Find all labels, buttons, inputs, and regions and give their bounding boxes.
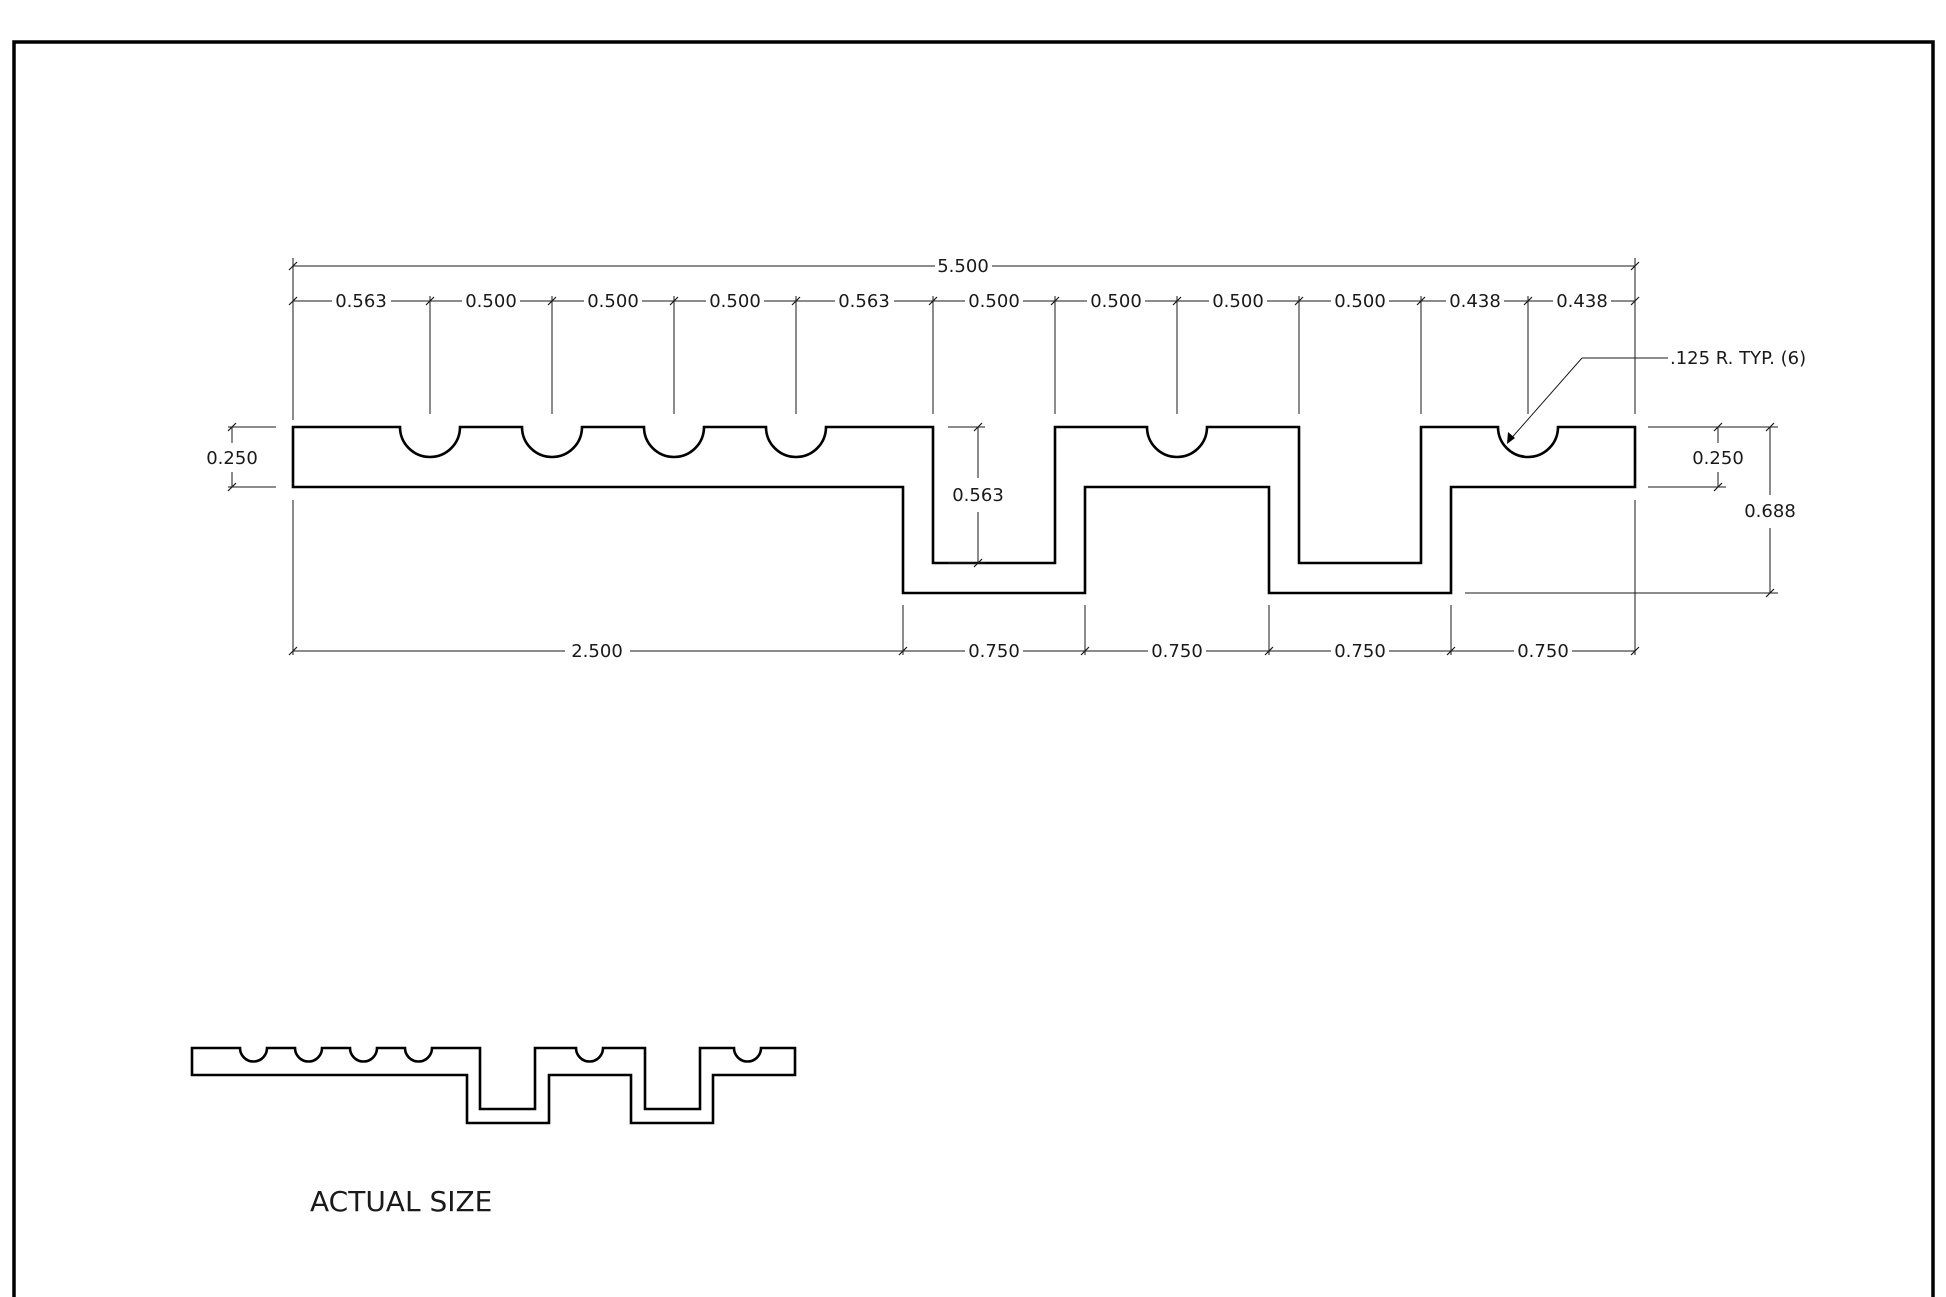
leader-arrowhead	[1507, 432, 1515, 444]
top-dim-label: 0.438	[1449, 291, 1501, 312]
right-thickness-label: 0.250	[1692, 448, 1744, 469]
top-dim-label: 0.500	[1212, 291, 1264, 312]
top-dim-label: 0.500	[1090, 291, 1142, 312]
top-dim-label: 0.500	[465, 291, 517, 312]
actual-size-view: ACTUAL SIZE	[190, 1046, 797, 1218]
bottom-chain-dimension: 2.500 0.750 0.750 0.750 0.750	[288, 640, 1640, 662]
actual-size-profile	[190, 1046, 797, 1125]
bottom-dim-label: 0.750	[1517, 641, 1569, 662]
overall-width-label: 5.500	[937, 256, 989, 277]
radius-leader: .125 R. TYP. (6)	[1507, 348, 1806, 444]
channel-depth-dimension: 0.563	[952, 422, 1004, 568]
overall-width-dimension: 5.500	[288, 256, 1640, 277]
sheet-border	[12, 40, 1935, 1297]
top-dim-label: 0.500	[587, 291, 639, 312]
top-chain-label-masks	[332, 290, 1611, 312]
overall-height-dimension: 0.688	[1744, 422, 1796, 598]
left-thickness-dimension: 0.250	[206, 422, 258, 492]
right-thickness-dimension: 0.250	[1692, 422, 1744, 492]
top-dim-label: 0.500	[1334, 291, 1386, 312]
left-thickness-label: 0.250	[206, 448, 258, 469]
top-chain-dimension: 0.563 0.500 0.500 0.500 0.563 0.500 0.50…	[288, 290, 1640, 312]
top-dim-label: 0.438	[1556, 291, 1608, 312]
radius-note-label: .125 R. TYP. (6)	[1670, 348, 1806, 369]
scale-caption: ACTUAL SIZE	[310, 1185, 492, 1218]
top-dim-label: 0.500	[968, 291, 1020, 312]
part-profile	[291, 425, 1637, 595]
bottom-dim-label: 2.500	[571, 641, 623, 662]
extension-lines	[228, 258, 1778, 655]
top-dim-label: 0.500	[709, 291, 761, 312]
channel-depth-label: 0.563	[952, 485, 1004, 506]
top-chain-ticks	[288, 296, 1640, 306]
main-view: 5.500	[206, 256, 1806, 662]
overall-height-label: 0.688	[1744, 501, 1796, 522]
top-dim-label: 0.563	[838, 291, 890, 312]
top-dim-label: 0.563	[335, 291, 387, 312]
bottom-dim-label: 0.750	[1151, 641, 1203, 662]
bottom-dim-label: 0.750	[968, 641, 1020, 662]
bottom-dim-label: 0.750	[1334, 641, 1386, 662]
